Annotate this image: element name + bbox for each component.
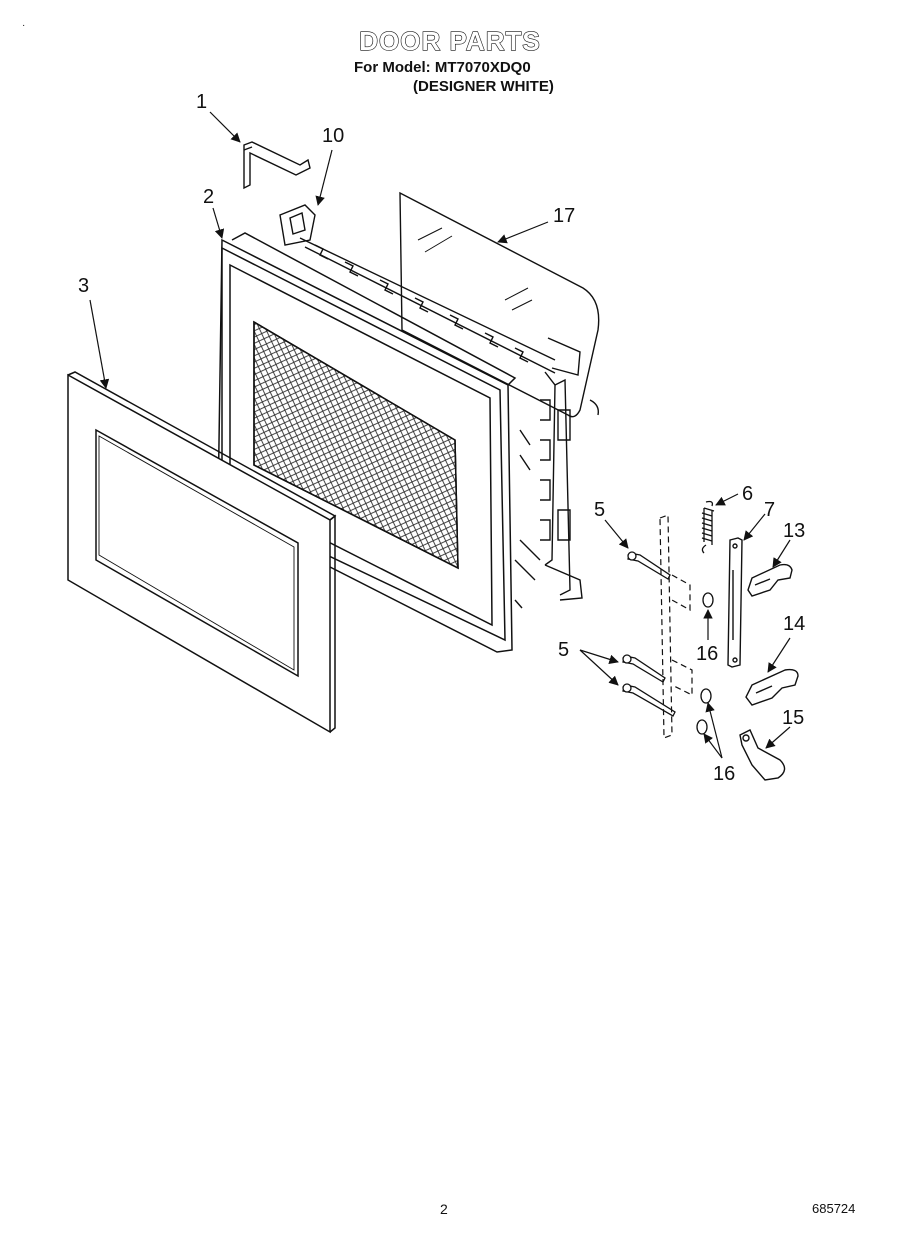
part-14-latch xyxy=(745,668,799,706)
leader-5a xyxy=(604,519,629,549)
document-id: 685724 xyxy=(812,1201,856,1216)
callout-15: 15 xyxy=(782,707,804,729)
leader-17 xyxy=(497,221,549,244)
callout-10: 10 xyxy=(322,125,344,147)
corner-mark: · xyxy=(22,20,26,31)
leader-10 xyxy=(315,149,333,206)
leader-7 xyxy=(743,513,766,541)
part-7-lever xyxy=(727,537,743,668)
leader-1 xyxy=(209,111,241,143)
callout-14: 14 xyxy=(783,613,805,635)
callout-7: 7 xyxy=(764,499,775,521)
callout-5-lower: 5 xyxy=(558,639,569,661)
leader-15 xyxy=(765,726,791,749)
part-3-outer-door-frame xyxy=(67,371,337,734)
part-15-cam xyxy=(739,729,786,781)
part-10-choke-frame xyxy=(279,204,600,609)
callout-13: 13 xyxy=(783,520,805,542)
leader-2 xyxy=(212,207,225,239)
hinge-plate xyxy=(659,514,693,739)
finish-line: (DESIGNER WHITE) xyxy=(413,78,554,95)
part-16-nuts xyxy=(696,592,714,735)
leader-13 xyxy=(772,539,791,568)
callout-3: 3 xyxy=(78,275,89,297)
leader-lines xyxy=(89,111,791,759)
part-6-spring xyxy=(701,500,715,554)
part-1-bracket xyxy=(243,141,311,190)
leader-5b1 xyxy=(579,649,619,664)
callout-6: 6 xyxy=(742,483,753,505)
leader-16b2 xyxy=(703,733,723,759)
page-number: 2 xyxy=(440,1201,448,1217)
callout-1: 1 xyxy=(196,91,207,113)
page-title: DOOR PARTS xyxy=(359,25,541,56)
part-2-inner-door xyxy=(217,232,517,653)
leader-6 xyxy=(715,493,739,506)
leader-14 xyxy=(767,637,791,673)
callout-16-lower: 16 xyxy=(713,763,735,785)
callout-2: 2 xyxy=(203,186,214,208)
leader-16b1 xyxy=(705,702,723,759)
leader-3 xyxy=(89,299,110,389)
callout-16-upper: 16 xyxy=(696,643,718,665)
part-5-screws xyxy=(622,551,676,717)
leader-5b2 xyxy=(579,649,619,686)
callout-17: 17 xyxy=(553,205,575,227)
part-13-latch xyxy=(747,563,793,597)
model-line: For Model: MT7070XDQ0 xyxy=(354,59,531,76)
callout-5-upper: 5 xyxy=(594,499,605,521)
